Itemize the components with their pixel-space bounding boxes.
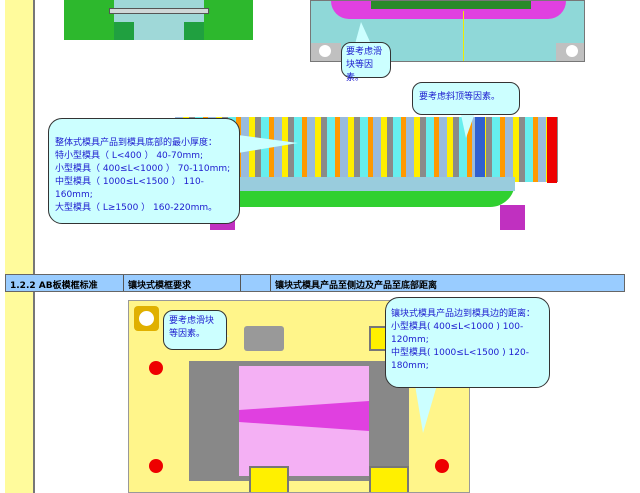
callout-lifter: 要考虑斜顶等因素。	[412, 82, 520, 115]
callout-line: 中型模具( 1000≤L<1500 ) 120-180mm;	[391, 348, 529, 371]
callout-slider-top: 要考虑滑块等因素。	[341, 42, 391, 83]
distance-cell: 镶块式模具产品至侧边及产品至底部距离	[275, 281, 438, 291]
callout-line: 大型模具（ L≥1500 ） 160-220mm。	[55, 203, 218, 213]
callout-line: 中型模具（ 1000≤L<1500 ） 110-160mm;	[55, 177, 204, 200]
callout-line: 小型模具（ 400≤L<1000 ） 70-110mm;	[55, 164, 231, 174]
callout-insert-distance: 镶块式模具产品边到模具边的距离： 小型模具( 400≤L<1000 ) 100-…	[385, 297, 550, 388]
section-header-row: 1.2.2 AB板模框标准 镶块式模框要求 镶块式模具产品至侧边及产品至底部距离	[5, 274, 625, 292]
row-label-column	[5, 0, 35, 493]
callout-line: 特小型模具（ L<400 ） 40-70mm;	[55, 151, 204, 161]
section-number-cell: 1.2.2 AB板模框标准	[6, 275, 124, 291]
callout-slider-bottom: 要考虑滑块等因素。	[163, 310, 227, 350]
requirement-cell: 镶块式模框要求	[124, 275, 241, 291]
callout-line: 小型模具( 400≤L<1000 ) 100-120mm;	[391, 322, 524, 345]
callout-title: 整体式模具产品到模具底部的最小厚度：	[55, 138, 218, 148]
mold-image-top-left	[64, 0, 253, 40]
callout-integral-thickness: 整体式模具产品到模具底部的最小厚度： 特小型模具（ L<400 ） 40-70m…	[48, 118, 240, 224]
callout-title: 镶块式模具产品边到模具边的距离：	[391, 309, 536, 319]
empty-cell	[241, 275, 271, 291]
